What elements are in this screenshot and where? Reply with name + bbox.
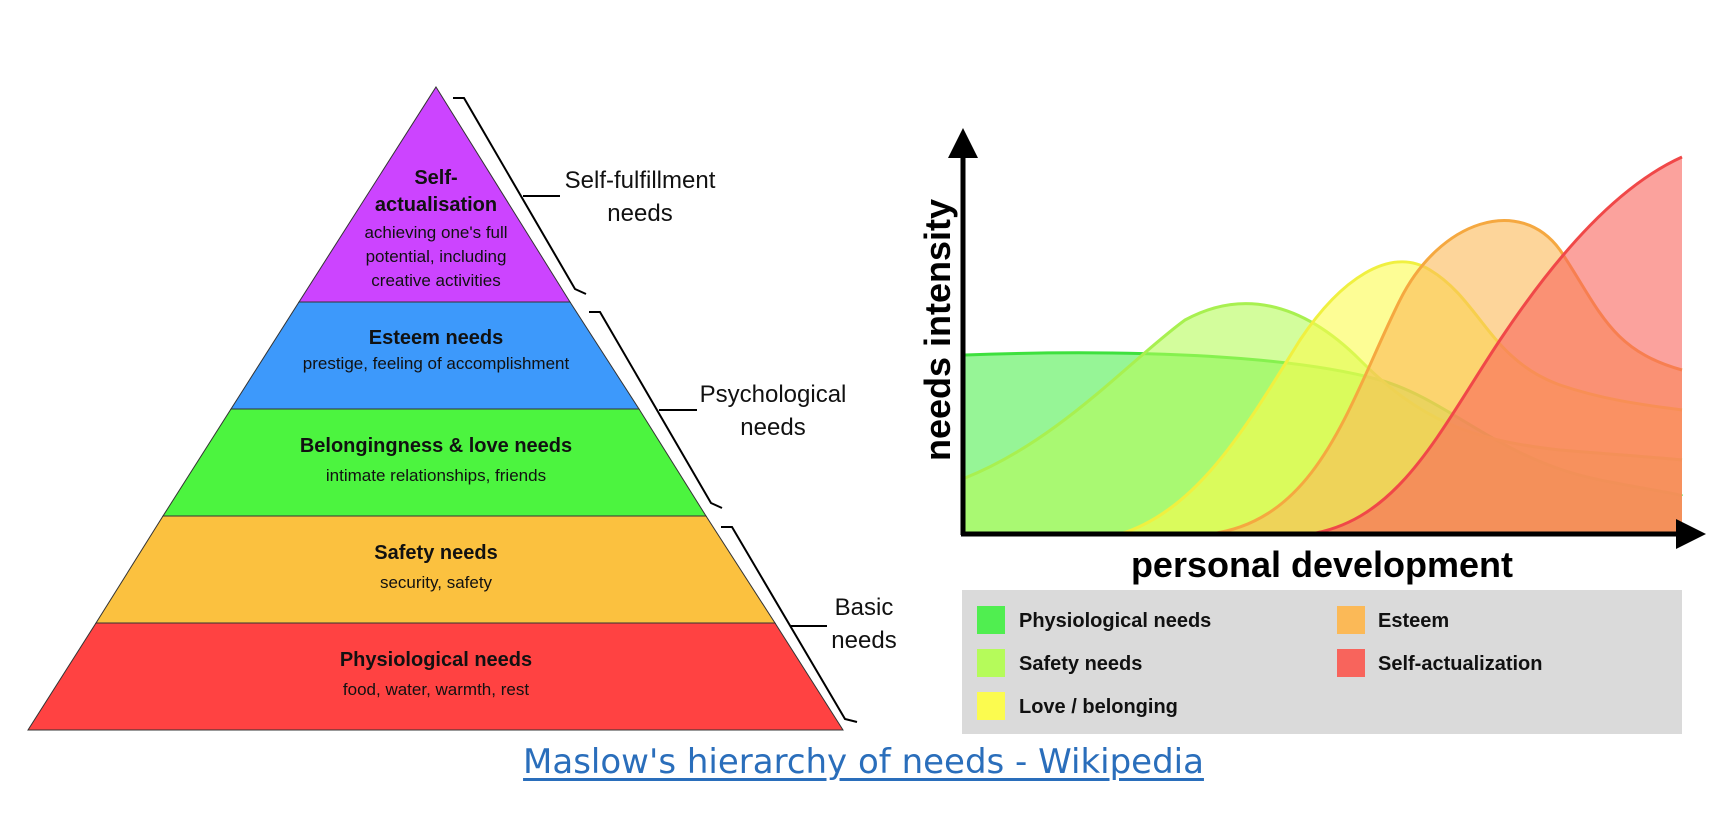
legend-label: Safety needs bbox=[1019, 653, 1142, 675]
legend-swatch-safety bbox=[977, 649, 1005, 677]
group-label-psychological: Psychological bbox=[700, 381, 847, 408]
level-description: prestige, feeling of accomplishment bbox=[303, 354, 570, 373]
wikipedia-source-link[interactable]: Maslow's hierarchy of needs - Wikipedia bbox=[523, 742, 1204, 782]
group-label-basic: needs bbox=[831, 627, 896, 654]
y-axis-label: needs intensity bbox=[917, 199, 958, 461]
level-description: achieving one's full bbox=[364, 223, 507, 242]
pyramid-level-safety bbox=[95, 515, 776, 624]
bracket-basic bbox=[721, 526, 858, 723]
x-axis-label: personal development bbox=[1131, 544, 1513, 585]
needs-chart: needs intensity personal development bbox=[917, 128, 1706, 585]
curve-area-self-actualization bbox=[1310, 157, 1682, 534]
level-title: actualisation bbox=[375, 194, 497, 216]
group-label-basic: Basic bbox=[835, 594, 894, 621]
group-label-self-fulfillment: needs bbox=[607, 200, 672, 227]
chart-legend: Physiological needs Esteem Safety needs … bbox=[962, 590, 1682, 734]
level-description: security, safety bbox=[380, 573, 493, 592]
level-description: potential, including bbox=[366, 247, 507, 266]
level-description: intimate relationships, friends bbox=[326, 466, 546, 485]
pyramid-level-physiological bbox=[27, 622, 844, 731]
figure-canvas: Self- actualisation achieving one's full… bbox=[27, 86, 1706, 734]
legend-label: Esteem bbox=[1378, 610, 1449, 632]
level-title: Safety needs bbox=[374, 542, 497, 564]
pyramid-level-belonging bbox=[162, 408, 707, 517]
legend-label: Self-actualization bbox=[1378, 653, 1542, 675]
level-title: Physiological needs bbox=[340, 649, 532, 671]
group-brackets bbox=[453, 97, 858, 723]
bracket-psychological bbox=[589, 311, 723, 509]
legend-label: Love / belonging bbox=[1019, 696, 1178, 718]
curve-line-self-actualization bbox=[1309, 155, 1683, 536]
bracket-self-fulfillment bbox=[453, 97, 587, 295]
legend-swatch-self-actualization bbox=[1337, 649, 1365, 677]
legend-swatch-esteem bbox=[1337, 606, 1365, 634]
level-title: Self- bbox=[414, 167, 457, 189]
legend-label: Physiological needs bbox=[1019, 610, 1211, 632]
legend-background bbox=[962, 590, 1682, 734]
level-title: Esteem needs bbox=[369, 327, 504, 349]
pyramid: Self- actualisation achieving one's full… bbox=[27, 86, 844, 731]
group-label-psychological: needs bbox=[740, 414, 805, 441]
level-description: food, water, warmth, rest bbox=[343, 680, 529, 699]
level-description: creative activities bbox=[371, 271, 500, 290]
level-title: Belongingness & love needs bbox=[300, 435, 572, 457]
legend-swatch-love bbox=[977, 692, 1005, 720]
group-label-self-fulfillment: Self-fulfillment bbox=[565, 167, 716, 194]
legend-swatch-physiological bbox=[977, 606, 1005, 634]
